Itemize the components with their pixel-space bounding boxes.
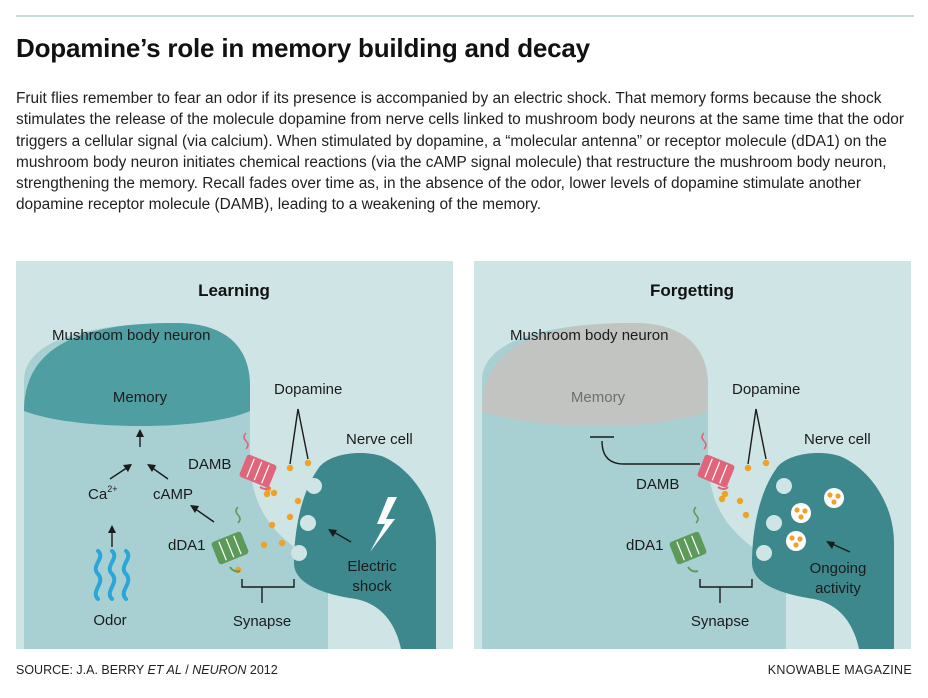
shock-label-line1: Electric [347,558,397,575]
damb-label: DAMB [188,456,231,473]
dopamine-vesicles [786,488,844,551]
learning-title: Learning [198,281,270,300]
vesicle-pocket [300,515,316,531]
synapse-bracket [699,579,753,603]
activity-arrow [826,541,851,553]
forgetting-diagram: Forgetting Mushroom body neuron Memory D… [482,281,894,649]
vesicle-pocket [306,478,322,494]
memory-region [482,323,708,426]
activity-label-line1: Ongoing [810,560,867,577]
dda1-label: dDA1 [626,537,664,554]
publisher-credit: KNOWABLE MAGAZINE [767,663,912,677]
intro-paragraph: Fruit flies remember to fear an odor if … [16,90,904,214]
damb-label: DAMB [636,476,679,493]
shock-label-line2: shock [352,578,392,595]
vesicle-pocket [776,478,792,494]
signal-arrows [108,429,352,547]
source-credit: SOURCE: J.A. BERRY ET AL / NEURON 2012 [16,663,278,677]
dda1-receptor [669,506,707,573]
learning-diagram: Learning Mushroom body neuron Memory Dop… [24,281,436,649]
neuron-label: Mushroom body neuron [52,327,210,344]
inhibition-line [601,440,700,465]
nerve-cell-label: Nerve cell [346,431,413,448]
dopamine-molecules [718,459,770,519]
odor-label: Odor [93,612,126,629]
synapse-bracket [241,579,295,603]
synapse-label: Synapse [691,613,749,630]
ca-label: Ca2+ [88,484,117,503]
nerve-cell-label: Nerve cell [804,431,871,448]
vesicle-pocket [766,515,782,531]
forgetting-title: Forgetting [650,281,734,300]
dopamine-pointers [289,408,309,465]
memory-label: Memory [113,389,168,406]
damb-receptor [239,432,277,498]
nerve-cell [752,453,894,649]
dda1-receptor [211,506,249,573]
forgetting-panel: Forgetting Mushroom body neuron Memory D… [474,261,911,649]
learning-panel: Learning Mushroom body neuron Memory Dop… [16,261,453,649]
page-title: Dopamine’s role in memory building and d… [16,33,590,63]
synapse-label: Synapse [233,613,291,630]
top-rule [16,15,914,17]
dda1-label: dDA1 [168,537,206,554]
vesicle-pocket [756,545,772,561]
odor-waves-icon [93,549,131,601]
neuron-label: Mushroom body neuron [510,327,668,344]
dopamine-label: Dopamine [732,381,800,398]
activity-label-line2: activity [815,580,861,597]
dopamine-label: Dopamine [274,381,342,398]
vesicle-pocket [291,545,307,561]
damb-receptor [697,432,735,498]
camp-label: cAMP [153,486,193,503]
nerve-cell [294,453,436,649]
memory-label: Memory [571,389,626,406]
memory-region [24,323,250,426]
dopamine-pointers [747,408,767,465]
